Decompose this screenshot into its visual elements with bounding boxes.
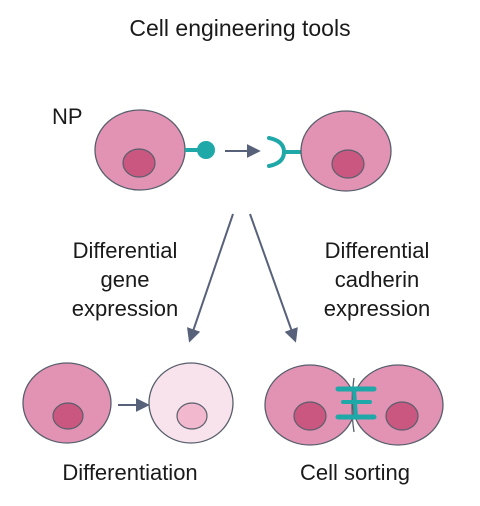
cell-sorting-label: Cell sorting [299, 460, 411, 485]
right-branch-label: Differential cadherin expression [323, 238, 431, 321]
np-cell-nucleus [122, 148, 156, 178]
left-branch-arrow [186, 213, 234, 343]
diagram-title: Cell engineering tools [129, 15, 351, 41]
receptor-cell [300, 110, 392, 192]
receptor-cell-nucleus [331, 149, 365, 179]
np-cell [94, 109, 186, 191]
cadherin-junction-icon [335, 386, 377, 420]
differentiation-label: Differentiation [62, 460, 198, 485]
sorting-cell-pair [264, 364, 444, 446]
np-label: NP [52, 104, 83, 129]
receptor-cup-icon [267, 136, 287, 168]
differentiated-cell [148, 362, 234, 444]
undifferentiated-cell [22, 362, 112, 444]
right-branch-arrow [249, 213, 298, 343]
ligand-ball-icon [197, 141, 215, 159]
left-branch-label: Differential gene expression [71, 238, 179, 321]
